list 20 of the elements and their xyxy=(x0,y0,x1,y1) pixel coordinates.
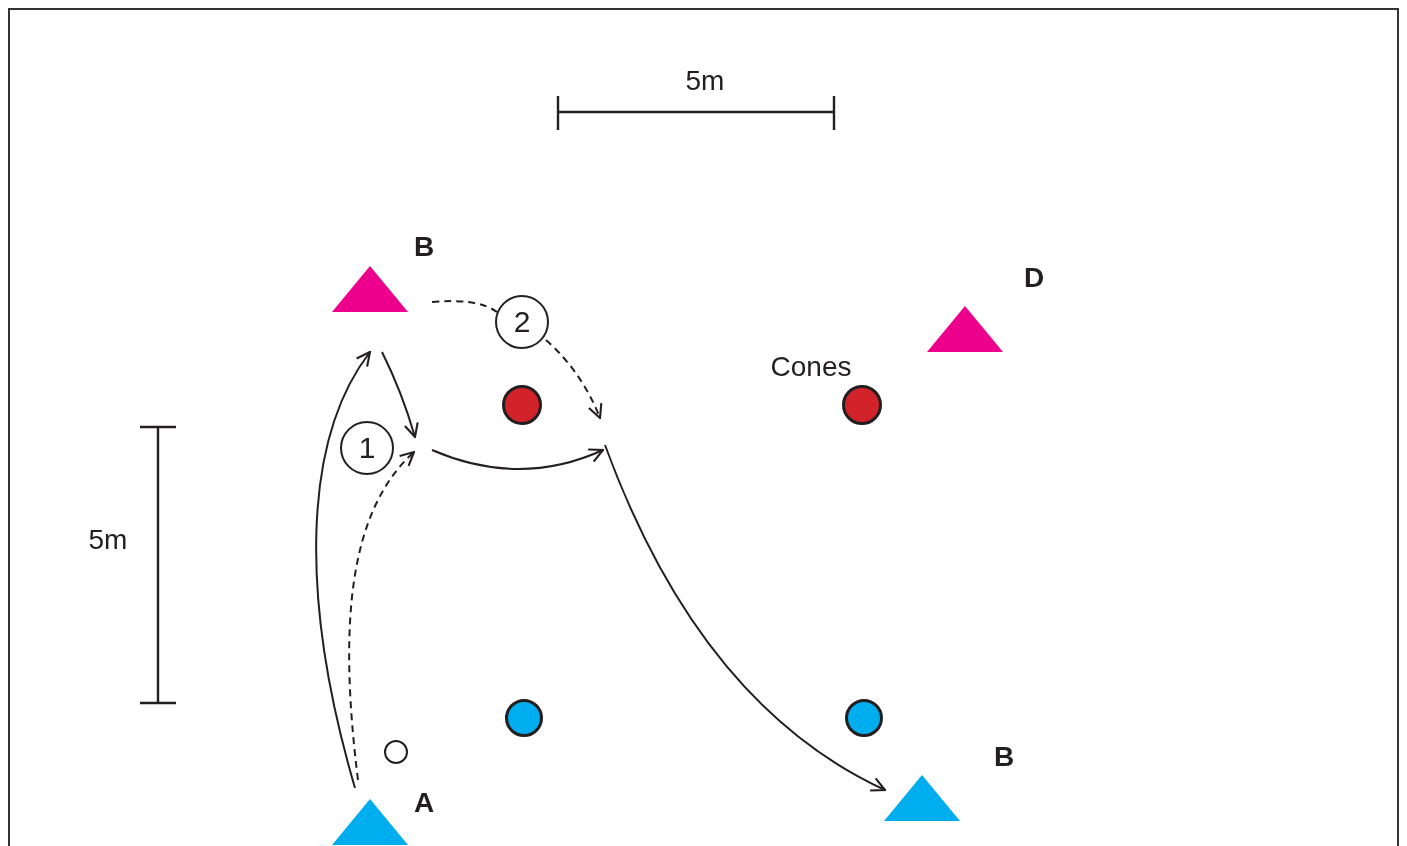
cone-marker xyxy=(842,385,882,425)
dashed-arrow xyxy=(545,339,603,420)
player-label: B xyxy=(994,740,1015,774)
dimension-label: 5m xyxy=(685,64,725,98)
arrow xyxy=(604,444,887,792)
cone-marker xyxy=(505,699,543,737)
player-label: A xyxy=(414,786,435,820)
step-number: 2 xyxy=(495,295,549,349)
player-label: D xyxy=(1024,261,1045,295)
ball-marker xyxy=(384,740,408,764)
player-label: B xyxy=(414,230,435,264)
arrow xyxy=(431,447,605,470)
dimension-label: 5m xyxy=(88,523,128,557)
arrow xyxy=(381,351,419,439)
step-number: 1 xyxy=(340,421,394,475)
dashed-arrow xyxy=(348,450,416,781)
cone-marker xyxy=(502,385,542,425)
cones-label: Cones xyxy=(770,350,852,384)
cone-marker xyxy=(845,699,883,737)
arrow xyxy=(315,350,372,789)
